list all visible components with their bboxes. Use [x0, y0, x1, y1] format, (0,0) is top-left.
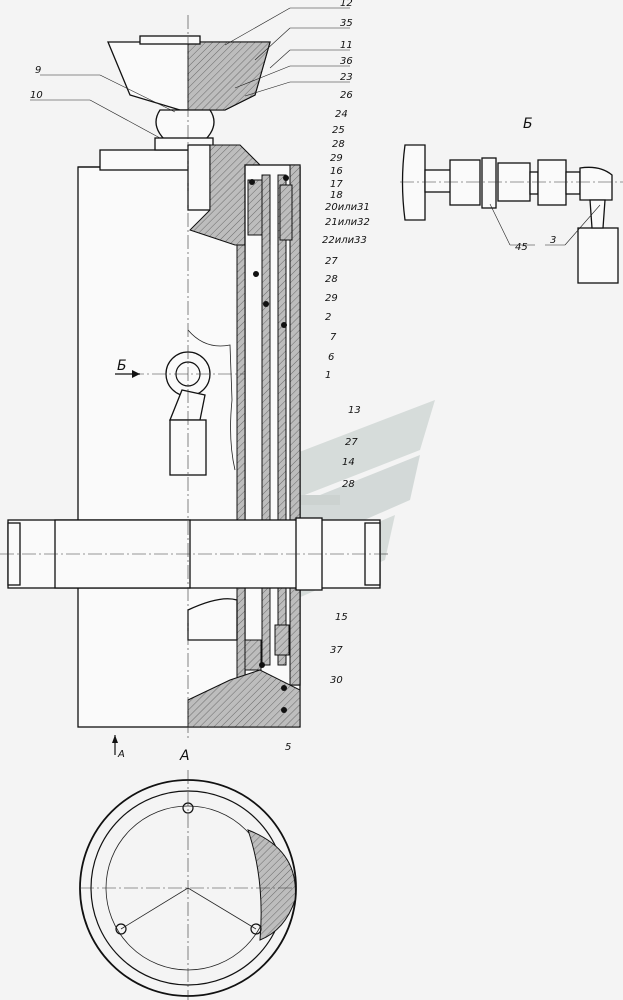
- callout-17: 17: [330, 179, 343, 190]
- callout-18: 18: [330, 190, 343, 201]
- callout-28-a: 28: [332, 139, 345, 150]
- callout-9: 9: [35, 65, 41, 76]
- callout-29-a: 29: [330, 153, 343, 164]
- callout-23: 23: [340, 72, 353, 83]
- callout-30: 30: [330, 675, 343, 686]
- callout-22-33: 22или33: [322, 235, 367, 246]
- bottom-view-section: [79, 770, 300, 1000]
- callout-36: 36: [340, 56, 353, 67]
- callout-24: 24: [335, 109, 348, 120]
- callout-25: 25: [332, 125, 345, 136]
- callout-37: 37: [330, 645, 343, 656]
- callout-27-b: 27: [345, 437, 358, 448]
- callout-13: 13: [348, 405, 361, 416]
- callout-28-c: 28: [342, 479, 355, 490]
- callout-26: 26: [340, 90, 353, 101]
- callout-29-b: 29: [325, 293, 338, 304]
- cylinder-section: [187, 144, 301, 728]
- callout-7: 7: [330, 332, 337, 343]
- callout-12: 12: [340, 0, 353, 9]
- leader-lines: [30, 7, 601, 246]
- callout-11: 11: [340, 40, 353, 51]
- callout-35: 35: [340, 18, 353, 29]
- section-arrows: [112, 370, 140, 755]
- break-line: [187, 329, 236, 471]
- callout-21-32: 21или32: [325, 217, 370, 228]
- callout-45: 45: [515, 242, 528, 253]
- callout-20-31: 20или31: [325, 202, 370, 213]
- callout-1: 1: [325, 370, 331, 381]
- callout-6: 6: [328, 352, 334, 363]
- section-b-marker: Б: [117, 358, 127, 374]
- callout-2: 2: [325, 312, 331, 323]
- callout-15: 15: [335, 612, 348, 623]
- section-a-label: А: [179, 748, 190, 764]
- callout-28-b: 28: [325, 274, 338, 285]
- callout-14: 14: [342, 457, 355, 468]
- callout-16: 16: [330, 166, 343, 177]
- callout-labels: 12 35 11 36 23 26 24 25 28 29 16 17 18 2…: [30, 0, 556, 753]
- view-a-arrow-label: А: [117, 749, 125, 760]
- callout-10: 10: [30, 90, 43, 101]
- detail-b-title: Б: [523, 116, 533, 132]
- detail-view-b: [400, 144, 623, 284]
- callout-5: 5: [285, 742, 291, 753]
- callout-27-a: 27: [325, 256, 338, 267]
- view-labels: Б Б А А: [117, 116, 533, 764]
- cylinder-head-cup: [107, 35, 271, 151]
- callout-3: 3: [550, 235, 556, 246]
